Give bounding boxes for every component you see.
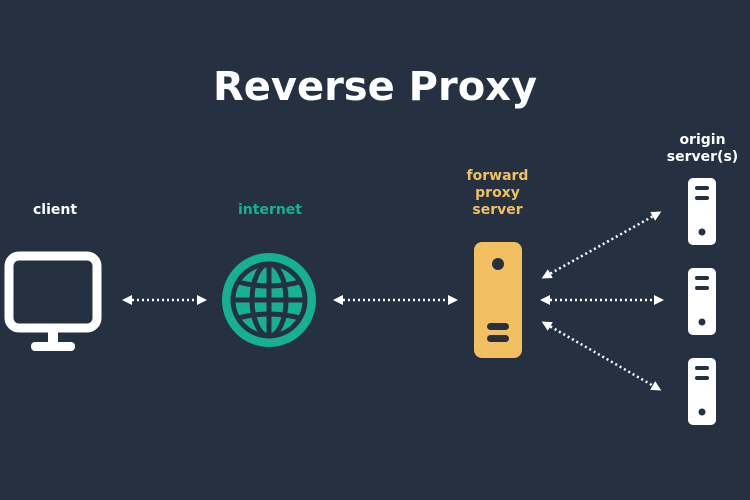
proxy-server-icon (474, 242, 522, 358)
arrow-proxy-origin-3 (541, 321, 662, 391)
origin-server-icon-2 (688, 268, 716, 335)
proxy-label: forward proxy server (450, 168, 545, 219)
proxy-label-line1: forward (466, 168, 529, 184)
proxy-label-line2: proxy (475, 185, 520, 201)
monitor-icon (4, 251, 102, 351)
proxy-label-line3: server (472, 202, 523, 218)
origin-label-line1: origin (679, 132, 726, 148)
origin-server-icon-3 (688, 358, 716, 425)
internet-label: internet (237, 202, 302, 218)
origin-server-icon-1 (688, 178, 716, 245)
diagram-title: Reverse Proxy (212, 64, 538, 110)
globe-icon (222, 253, 316, 347)
origin-label-line2: server(s) (666, 149, 739, 165)
origin-label: origin server(s) (660, 132, 745, 166)
arrow-proxy-origin-1 (541, 211, 662, 279)
client-label: client (32, 202, 78, 218)
